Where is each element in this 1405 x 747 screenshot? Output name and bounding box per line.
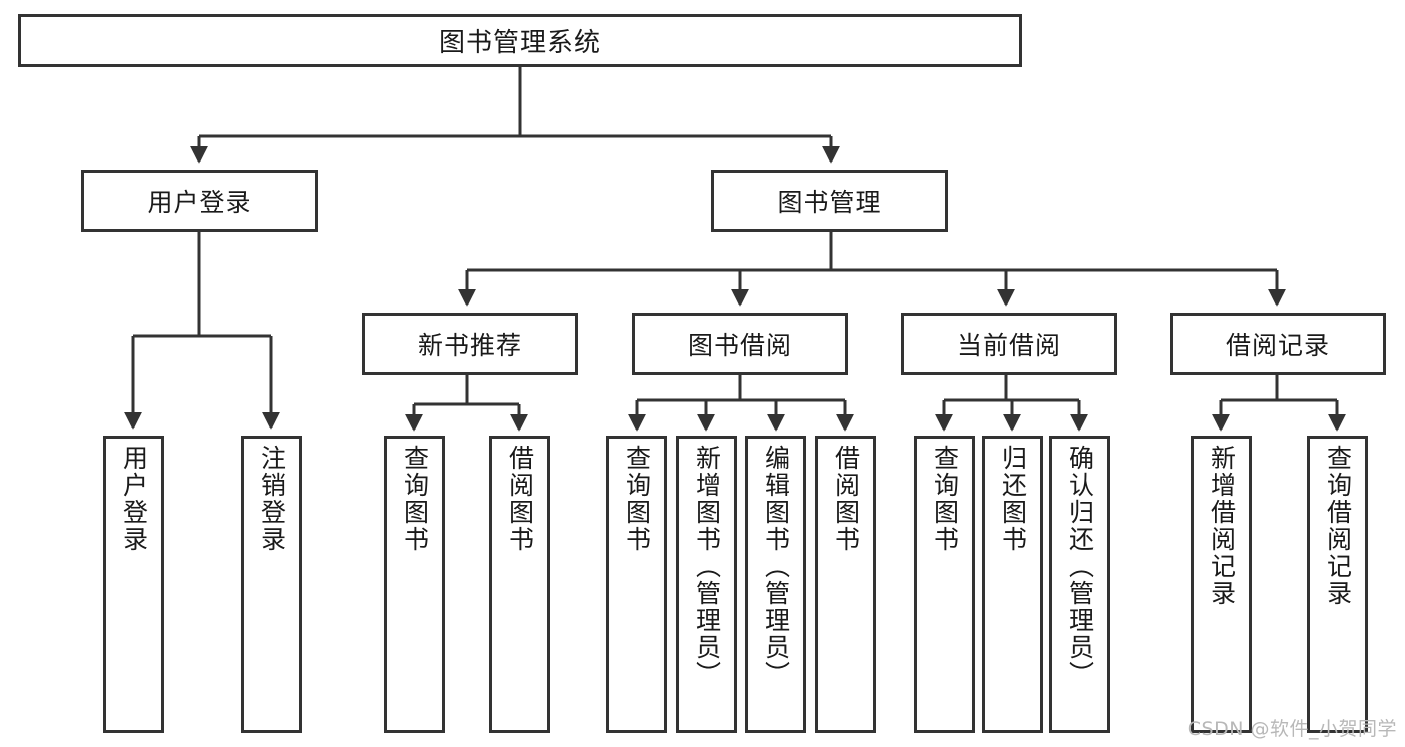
node-label: 编辑图书（管理员）: [761, 445, 791, 688]
node-borrow-record[interactable]: 借阅记录: [1170, 313, 1386, 375]
node-label: 图书管理: [777, 188, 882, 217]
node-root-book-management-system[interactable]: 图书管理系统: [18, 14, 1022, 67]
node-book-borrow[interactable]: 图书借阅: [632, 313, 848, 375]
node-label: 借阅记录: [1225, 331, 1330, 360]
leaf-borrow-edit-book-admin[interactable]: 编辑图书（管理员）: [745, 436, 806, 733]
leaf-borrow-query-book[interactable]: 查询图书: [606, 436, 667, 733]
leaf-current-query-book[interactable]: 查询图书: [914, 436, 975, 733]
node-new-book-recommendation[interactable]: 新书推荐: [362, 313, 578, 375]
node-label: 确认归还（管理员）: [1065, 445, 1095, 688]
leaf-newbook-query-book[interactable]: 查询图书: [384, 436, 445, 733]
watermark-text: CSDN @软件_小贺同学: [1187, 718, 1397, 740]
node-label: 查询图书: [400, 445, 430, 553]
node-label: 新增图书（管理员）: [692, 445, 722, 688]
node-label: 借阅图书: [505, 445, 535, 553]
node-label: 新书推荐: [417, 331, 522, 360]
leaf-user-login-signin[interactable]: 用户登录: [103, 436, 164, 733]
node-label: 用户登录: [147, 188, 252, 217]
leaf-record-query-borrow-record[interactable]: 查询借阅记录: [1307, 436, 1368, 733]
node-label: 新增借阅记录: [1207, 445, 1237, 607]
node-book-management[interactable]: 图书管理: [711, 170, 948, 232]
node-label: 归还图书: [998, 445, 1028, 553]
node-label: 用户登录: [119, 445, 149, 553]
node-label: 图书借阅: [687, 331, 792, 360]
node-label: 查询图书: [930, 445, 960, 553]
leaf-record-add-borrow-record[interactable]: 新增借阅记录: [1191, 436, 1252, 733]
node-label: 查询借阅记录: [1323, 445, 1353, 607]
leaf-newbook-borrow-book[interactable]: 借阅图书: [489, 436, 550, 733]
leaf-current-confirm-return-admin[interactable]: 确认归还（管理员）: [1049, 436, 1110, 733]
leaf-current-return-book[interactable]: 归还图书: [982, 436, 1043, 733]
node-label: 注销登录: [257, 445, 287, 553]
leaf-borrow-borrow-book[interactable]: 借阅图书: [815, 436, 876, 733]
node-label: 借阅图书: [831, 445, 861, 553]
node-current-borrow[interactable]: 当前借阅: [901, 313, 1117, 375]
node-label: 当前借阅: [956, 331, 1061, 360]
node-label: 图书管理系统: [438, 28, 601, 58]
node-user-login[interactable]: 用户登录: [81, 170, 318, 232]
leaf-user-login-signout[interactable]: 注销登录: [241, 436, 302, 733]
node-label: 查询图书: [622, 445, 652, 553]
leaf-borrow-add-book-admin[interactable]: 新增图书（管理员）: [676, 436, 737, 733]
